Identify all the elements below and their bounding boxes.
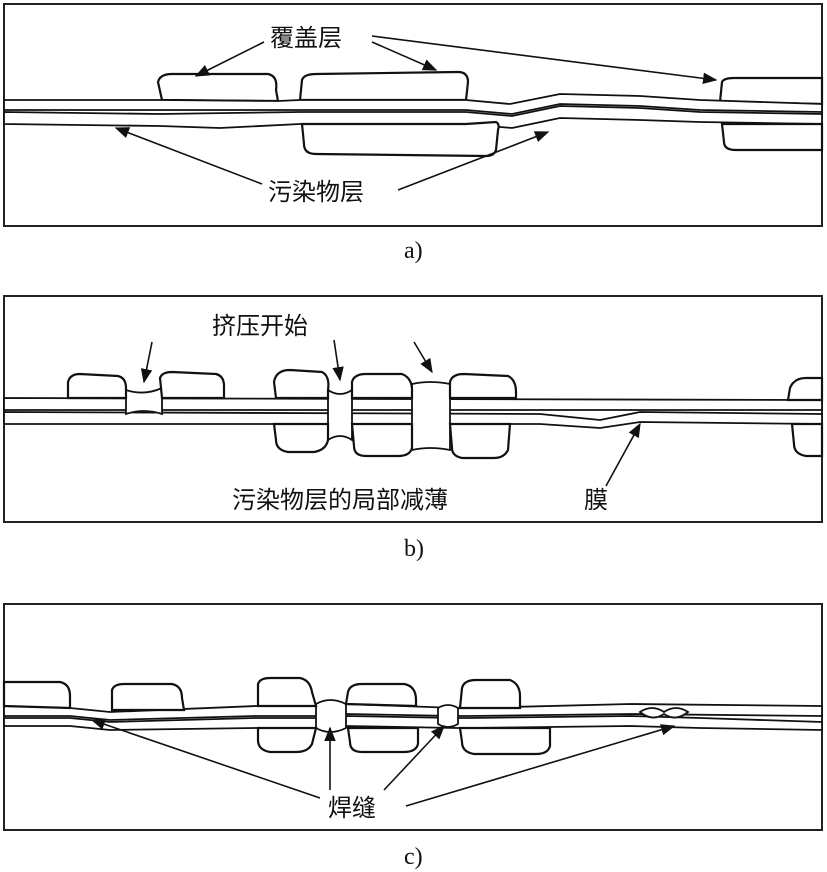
cover-block (298, 70, 470, 102)
cover-block (448, 422, 512, 460)
arrow-contaminant (114, 127, 263, 185)
cover-block (158, 370, 226, 400)
arrow-weld (90, 718, 321, 799)
cover-block (2, 680, 72, 710)
cover-block (156, 72, 280, 103)
arrow-weld (383, 724, 445, 791)
cover-block (344, 682, 418, 708)
panel-a: 覆盖层 污染物层 (3, 3, 824, 227)
lower-sheet (3, 715, 823, 731)
caption-c: c) (404, 844, 423, 870)
weld-nugget (437, 704, 459, 728)
arrow-cover (371, 35, 718, 85)
weld-nugget (638, 707, 690, 719)
cover-block (350, 372, 414, 400)
cover-block (272, 422, 330, 454)
label-cover-layer: 覆盖层 (270, 24, 342, 52)
arrow-squeeze (140, 341, 153, 384)
panel-c: 焊缝 (2, 603, 823, 831)
cover-block (110, 682, 186, 712)
upper-sheet (3, 93, 823, 115)
label-squeeze-start: 挤压开始 (212, 312, 308, 340)
cover-block (458, 678, 522, 710)
cover-block (350, 422, 414, 458)
cover-block (300, 120, 500, 158)
cover-block (718, 76, 824, 106)
squeeze-neck (411, 381, 451, 452)
cover-block (256, 676, 318, 708)
caption-a: a) (404, 238, 423, 264)
arrow-squeeze (332, 339, 344, 382)
arrow-film (605, 422, 641, 487)
arrow-weld (405, 724, 676, 807)
cover-block (790, 422, 824, 458)
cover-block (272, 368, 330, 400)
label-contaminant-layer: 污染物层 (268, 178, 364, 206)
label-weld-seam: 焊缝 (328, 794, 376, 822)
cover-block (256, 726, 318, 754)
label-film: 膜 (584, 486, 608, 514)
squeeze-neck (327, 388, 353, 442)
squeeze-neck (125, 386, 163, 416)
cover-block (448, 372, 518, 400)
arrow-cover (371, 41, 438, 71)
cover-block (346, 726, 420, 754)
cover-block (66, 372, 128, 400)
panel-c-frame (3, 603, 823, 831)
cover-block (458, 726, 552, 756)
arrow-contaminant (397, 131, 550, 191)
cover-block (786, 376, 824, 402)
cover-block (720, 122, 824, 152)
caption-b: b) (404, 536, 424, 562)
panel-b: 挤压开始 污染物层的局部减薄 膜 (3, 295, 824, 523)
arrow-cover (194, 41, 265, 77)
weld-nugget (315, 699, 347, 733)
label-local-thinning: 污染物层的局部减薄 (232, 486, 448, 514)
arrow-squeeze (413, 341, 433, 374)
